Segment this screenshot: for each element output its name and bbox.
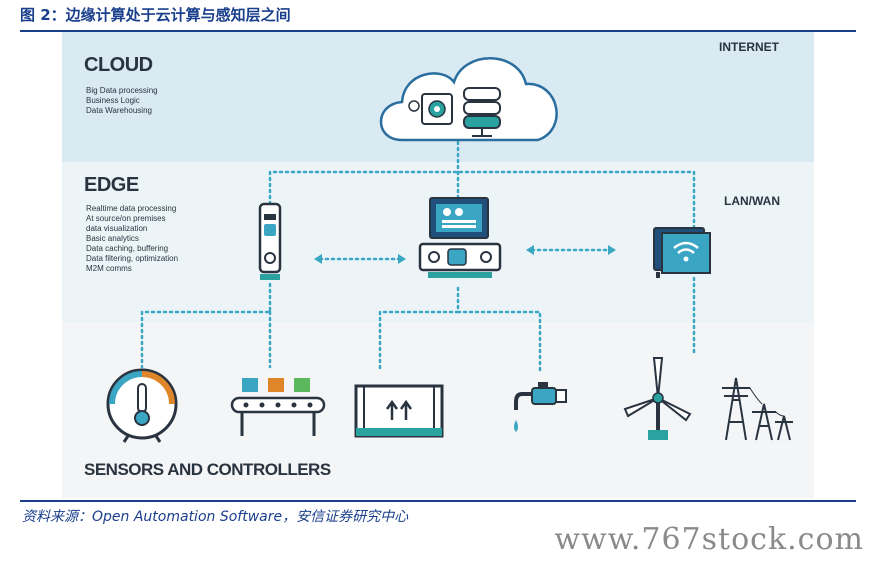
edge-controller-icon (258, 202, 282, 280)
edge-item: Basic analytics (86, 234, 139, 243)
edge-item: Data filtering, optimization (86, 254, 179, 263)
package-this-side-up-icon (354, 384, 444, 438)
edge-item: Realtime data processing (86, 204, 177, 213)
controller-to-gauge-line (140, 282, 272, 369)
watermark: www.767stock.com (554, 522, 864, 557)
arrowhead-icon (526, 245, 534, 255)
gateway-to-faucet-line (456, 310, 542, 374)
edge-gateway-icon (418, 197, 502, 278)
wind-turbine-icon (623, 357, 692, 440)
edge-layer-title: EDGE (84, 174, 139, 196)
edge-item: M2M comms (86, 264, 132, 273)
dotted-connectors (140, 140, 696, 374)
source-note: 资料来源：Open Automation Software，安信证券研究中心 (22, 509, 409, 525)
cloud-layer-title: CLOUD (84, 54, 153, 76)
cloud-item: Business Logic (86, 96, 140, 105)
gateway-to-box-line (378, 286, 460, 374)
arrowhead-icon (314, 254, 322, 264)
edge-layer-description: Realtime data processing At source/on pr… (86, 204, 178, 274)
cloud-item: Big Data processing (86, 86, 158, 95)
cloud-item: Data Warehousing (86, 106, 152, 115)
conveyor-belt-icon (230, 378, 326, 436)
edge-item: At source/on premises (86, 214, 166, 223)
server-icon (463, 87, 501, 137)
cloud-layer-description: Big Data processing Business Logic Data … (86, 86, 158, 116)
lan-wan-label: LAN/WAN (724, 194, 780, 208)
diagram-artwork (106, 57, 793, 443)
top-divider (20, 30, 856, 32)
link-arrowheads (314, 245, 616, 264)
bottom-divider (20, 500, 856, 502)
sensors-layer-title: SENSORS AND CONTROLLERS (84, 460, 331, 479)
edge-item: Data caching, buffering (86, 244, 169, 253)
arrowhead-icon (608, 245, 616, 255)
thermometer-gauge-icon (106, 368, 178, 443)
edge-computing-diagram: CLOUD Big Data processing Business Logic… (62, 32, 814, 498)
edge-item: data visualization (86, 224, 148, 233)
gear-chip-icon (408, 93, 453, 125)
arrowhead-icon (398, 254, 406, 264)
internet-label: INTERNET (719, 40, 779, 54)
figure-title: 图 2：边缘计算处于云计算与感知层之间 (20, 6, 291, 24)
water-faucet-icon (514, 382, 567, 432)
wifi-router-icon (653, 227, 711, 278)
power-transmission-tower-icon (722, 377, 793, 441)
